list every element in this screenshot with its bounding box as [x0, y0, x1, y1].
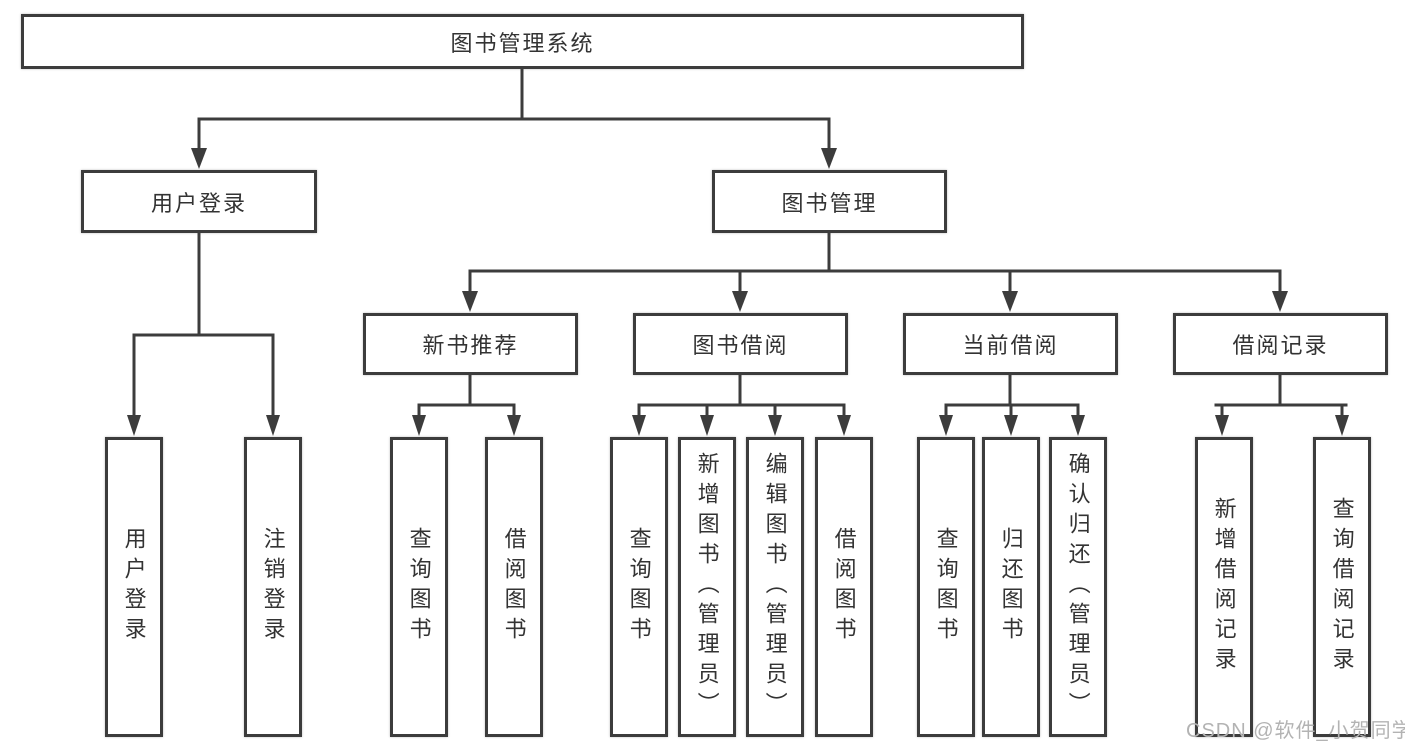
leaf-label: 借阅图书: [831, 527, 857, 647]
connector-current-borrow-children: [939, 375, 1085, 436]
node-label: 图书借阅: [692, 333, 789, 358]
node-user-login: 用户登录: [81, 170, 317, 233]
node-label: 新书推荐: [422, 333, 519, 358]
leaf-logout: 注销登录: [244, 437, 302, 737]
connector-user-login-children: [127, 233, 280, 436]
connector-borrow-records-children: [1214, 375, 1349, 436]
leaf-add-books-admin: 新增图书（管理员）: [678, 437, 736, 737]
node-current-borrowing: 当前借阅: [903, 313, 1118, 375]
leaf-user-login: 用户登录: [105, 437, 163, 737]
leaf-label: 查询图书: [626, 527, 652, 647]
leaf-borrow-books: 借阅图书: [815, 437, 873, 737]
csdn-watermark: CSDN @软件_小贺同学: [1186, 720, 1405, 742]
leaf-label: 查询借阅记录: [1329, 497, 1355, 677]
node-book-management: 图书管理: [712, 170, 947, 233]
connector-new-book-children: [412, 375, 521, 436]
leaf-label: 归还图书: [998, 527, 1024, 647]
node-label: 用户登录: [150, 190, 247, 216]
leaf-label: 确认归还（管理员）: [1065, 452, 1091, 722]
node-label: 图书管理: [781, 190, 878, 216]
connector-root-to-level2: [191, 68, 837, 169]
leaf-query-books-recommend: 查询图书: [390, 437, 448, 737]
connector-book-management-sections: [462, 233, 1288, 312]
node-new-book-recommendation: 新书推荐: [363, 313, 578, 375]
node-label: 借阅记录: [1232, 333, 1329, 358]
leaf-add-borrow-record: 新增借阅记录: [1195, 437, 1253, 737]
leaf-return-books: 归还图书: [982, 437, 1040, 737]
leaf-label: 新增借阅记录: [1211, 497, 1237, 677]
leaf-label: 新增图书（管理员）: [694, 452, 720, 722]
leaf-label: 用户登录: [121, 527, 147, 647]
leaf-label: 借阅图书: [501, 527, 527, 647]
leaf-label: 查询图书: [406, 527, 432, 647]
leaf-query-books-current: 查询图书: [917, 437, 975, 737]
node-label: 图书管理系统: [450, 30, 595, 56]
node-library-management-system: 图书管理系统: [21, 14, 1024, 69]
leaf-edit-books-admin: 编辑图书（管理员）: [746, 437, 804, 737]
connector-book-borrow-children: [632, 375, 851, 436]
node-borrowing-records: 借阅记录: [1173, 313, 1388, 375]
leaf-confirm-return-admin: 确认归还（管理员）: [1049, 437, 1107, 737]
node-book-borrowing: 图书借阅: [633, 313, 848, 375]
leaf-label: 查询图书: [933, 527, 959, 647]
leaf-query-borrow-record: 查询借阅记录: [1313, 437, 1371, 737]
node-label: 当前借阅: [962, 333, 1059, 358]
leaf-query-books-borrow: 查询图书: [610, 437, 668, 737]
leaf-borrow-books-recommend: 借阅图书: [485, 437, 543, 737]
leaf-label: 注销登录: [260, 527, 286, 647]
leaf-label: 编辑图书（管理员）: [762, 452, 788, 722]
